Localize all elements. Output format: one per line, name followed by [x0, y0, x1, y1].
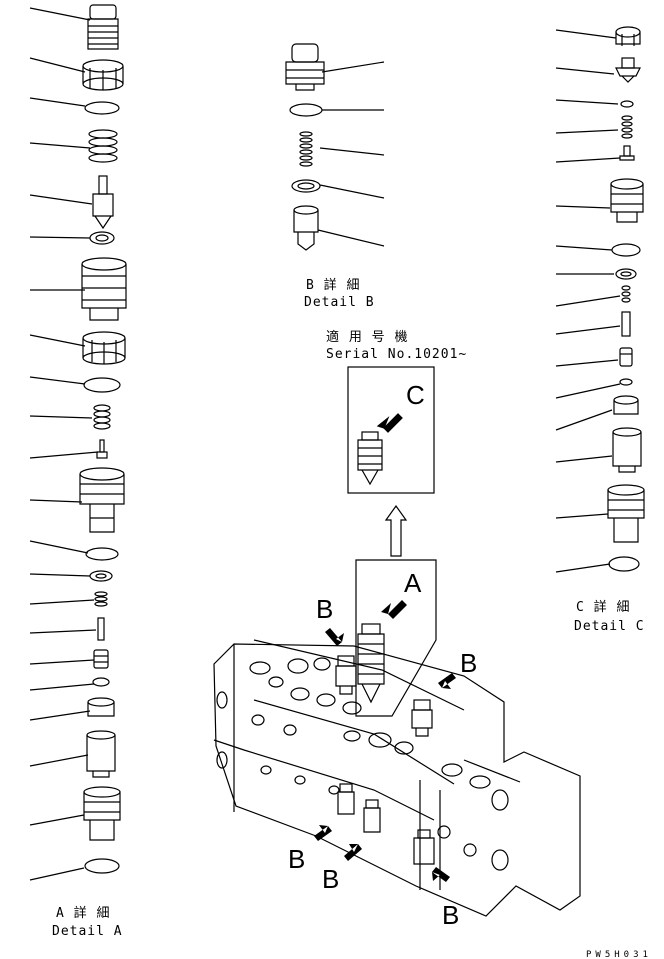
control-valve-assembly: A — [213, 559, 581, 930]
detail-a-piston — [93, 649, 109, 669]
detail-c-small-o-ring — [620, 100, 634, 108]
detail-c-needle — [619, 145, 635, 161]
detail-c-spring-2 — [621, 285, 631, 303]
detail-a-plug — [87, 4, 119, 50]
detail-a-o-ring-4 — [84, 858, 120, 874]
detail-a-sleeve-2 — [87, 697, 115, 717]
detail-a-nut-2 — [82, 331, 126, 365]
detail-c-spring-1 — [621, 115, 633, 139]
serial-caption-en: Serial No.10201~ — [326, 347, 467, 362]
detail-a-body — [79, 467, 125, 533]
callout-a-label: A — [404, 568, 422, 598]
callout-arrows — [314, 600, 456, 882]
detail-c-o-ring-2 — [608, 556, 640, 572]
detail-a-seat-ring — [89, 231, 115, 245]
detail-c-adjust-screw — [615, 57, 641, 83]
callout-b-bottom-mid: B — [322, 864, 339, 894]
detail-b-parts-column: B 詳 細 Detail B — [285, 43, 385, 310]
detail-c-sleeve — [613, 395, 639, 415]
detail-a-sleeve-1 — [81, 257, 127, 321]
detail-b-plug — [285, 43, 325, 91]
detail-a-spring-1 — [88, 129, 118, 163]
detail-c-o-ring-1 — [611, 243, 641, 257]
detail-c-cap-nut — [615, 26, 641, 46]
detail-c-valve-sketch — [357, 431, 383, 486]
callout-c-label: C — [406, 380, 425, 410]
detail-c-parts-column: C 詳 細 Detail C — [555, 26, 645, 634]
serial-note: 適 用 号 機 Serial No.10201~ — [326, 329, 467, 362]
detail-a-pin-2 — [97, 617, 105, 641]
detail-c-small-ring — [619, 378, 633, 386]
callout-b-top-left: B — [316, 594, 333, 624]
detail-a-nut — [82, 59, 124, 91]
detail-a-caption-en: Detail A — [52, 924, 123, 939]
detail-a-callout-outline — [355, 559, 437, 717]
callout-b-bottom-right: B — [442, 900, 459, 930]
detail-c-cylinder — [612, 427, 642, 473]
detail-c-housing — [607, 484, 645, 543]
detail-c-leader-lines — [555, 29, 621, 573]
detail-b-o-ring — [289, 103, 323, 117]
detail-b-poppet — [293, 205, 319, 251]
detail-c-piston — [619, 347, 633, 367]
installed-valve-b-1 — [335, 655, 357, 695]
detail-b-spring — [299, 131, 313, 167]
detail-a-o-ring-2 — [83, 377, 121, 393]
installed-valve-a — [357, 623, 385, 704]
serial-caption-jp: 適 用 号 機 — [326, 329, 408, 345]
installed-valve-b-2 — [411, 699, 433, 737]
detail-a-poppet — [92, 175, 114, 230]
detail-a-spring-2 — [93, 404, 111, 430]
detail-a-seat-2 — [89, 570, 113, 582]
installed-valve-b-5 — [413, 829, 435, 865]
installed-valve-b-4 — [363, 799, 381, 833]
detail-a-spring-3 — [94, 591, 108, 607]
callout-b-top-right: B — [460, 648, 477, 678]
drawing-code: PW5H031 — [586, 950, 652, 959]
detail-a-parts-column — [29, 4, 127, 881]
detail-a-caption-jp: A 詳 細 — [56, 905, 110, 921]
installed-valve-b-3 — [337, 783, 355, 815]
detail-a-pin-1 — [96, 439, 108, 459]
detail-c-caption-en: Detail C — [574, 619, 645, 634]
detail-c-seat — [615, 268, 637, 280]
callout-b-bottom-left: B — [288, 844, 305, 874]
detail-b-seat — [291, 179, 321, 193]
detail-b-caption-jp: B 詳 細 — [306, 277, 360, 293]
detail-c-pin — [621, 311, 631, 337]
detail-a-small-ring — [92, 677, 110, 687]
detail-c-body — [610, 178, 644, 223]
valve-ports — [216, 657, 509, 871]
detail-c-caption-jp: C 詳 細 — [576, 599, 630, 615]
detail-a-cylinder — [86, 730, 116, 778]
detail-a-o-ring-1 — [84, 101, 120, 115]
hollow-arrow-up — [384, 504, 408, 557]
detail-a-housing — [83, 786, 121, 841]
detail-b-leader-lines — [317, 61, 385, 247]
detail-a-o-ring-3 — [85, 547, 119, 561]
detail-a-leader-lines — [29, 7, 99, 881]
detail-c-location-box: C — [347, 366, 435, 494]
detail-b-caption-en: Detail B — [304, 295, 375, 310]
